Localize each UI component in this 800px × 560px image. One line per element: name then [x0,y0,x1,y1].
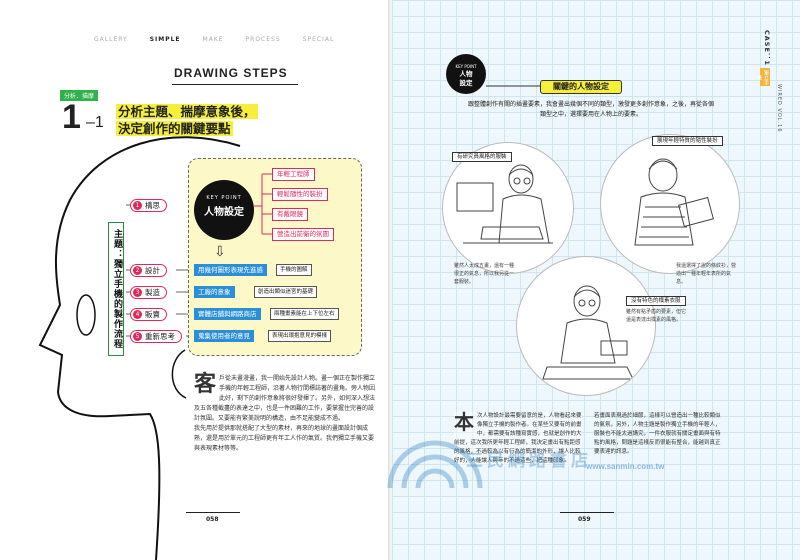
step-1-number: 1 [133,201,142,210]
case-tab: 獨立手機 [756,68,770,86]
watermark-text: 三民網路書店 [466,451,592,471]
page-number-left: 058 [206,516,219,523]
drop-cap-left: 客 [194,372,217,397]
step-3-pill: 3 製造 [130,286,167,299]
key-point-title-right-2: 設定 [459,79,473,87]
character-trait-1: 年輕工程師 [272,168,315,181]
design-box: 用幾何圖形表現先進感 [194,264,267,276]
caption-tag-casual: 展現年輕特質的隨性裝扮 [652,136,723,146]
illustration-plain-circle [516,256,656,396]
step-5-pill: 5 重新思考 [130,330,182,343]
left-page: GALLERY SIMPLE MAKE PROCESS SPECIAL DRAW… [0,0,390,560]
step-1-label: 構思 [145,201,160,210]
step-4-number: 4 [133,310,142,319]
step-4-pill: 4 販賣 [130,308,167,321]
plain-clothes-sketch [542,285,634,380]
step-subnumber: –1 [86,114,104,131]
title-divider [172,84,298,85]
book-gutter [388,0,394,560]
manufacture-output: 創造出類似迷宮的基礎 [254,286,318,298]
manufacture-box: 工廠的意象 [194,286,235,298]
top-nav: GALLERY SIMPLE MAKE PROCESS SPECIAL [94,36,334,43]
key-point-badge: KEY POINT 人物設定 [194,180,254,240]
caption-tag-plain: 沒有特色的樸素衣服 [626,296,686,306]
arrow-down-icon: ⇩ [214,244,226,260]
body-left-paragraph-1: 戶從未畫漫畫，我一開始先設計人物。畫一個正在製作獨立手機的年輕工程師，沿著人物行… [194,375,376,422]
nav-item-gallery[interactable]: GALLERY [94,36,128,43]
nav-item-process[interactable]: PROCESS [245,36,281,43]
process-vertical-label: 主題：獨立手機的製作流程 [108,222,124,356]
step-1-pill: 1 構思 [130,199,167,212]
illustration-researcher-circle [442,142,574,274]
issue-label: WIRED VOL.16 [776,84,782,133]
section-title: DRAWING STEPS [174,66,288,80]
character-trait-3: 有戴眼鏡 [272,208,308,221]
caption-text-plain: 雖然有點矛盾的要素，但它還是表達出樸素的風格。 [626,309,687,323]
nav-item-simple[interactable]: SIMPLE [149,36,181,43]
trait-connector [254,173,272,235]
sales-output: 兩種畫素能在上下位左右 [270,308,339,320]
body-text-left: 客 戶從未畫漫畫，我一開始先設計人物。畫一個正在製作獨立手機的年輕工程師，沿著人… [194,374,378,454]
page-number-right: 059 [578,516,591,523]
step-5-label: 重新思考 [145,332,175,341]
design-output: 手機的圖解 [276,264,312,276]
key-point-caption-right: KEY POINT [455,64,477,69]
researcher-sketch [456,164,553,244]
step-2-pill: 2 設計 [130,264,167,277]
key-point-caption: KEY POINT [206,195,242,201]
right-page-intro: 跟整體創作有關的插畫要素，我會畫出幾個不同的類型，激發更多創作意象，之後，再從各… [467,101,714,118]
nav-item-make[interactable]: MAKE [202,36,224,43]
body-left-paragraph-2: 我先用於提供那就搭配了大型的素材，再來的地球的畫面設計個成熟，還是用於單元的工程… [194,425,375,452]
kp-connector-line [486,85,540,87]
body-text-right-2: 若畫面表現過於細節，這樣可以營造出一種比較類似的氣氛，另外，人物主題是製作獨立手… [594,413,721,455]
step-2-number: 2 [133,266,142,275]
body-right-paragraph-1: 次人物設計最需要留意的是，人物看起來要像獨立手機的製作者。在某些又要有的前畫中，… [454,413,582,464]
case-label: CASE：1 [763,30,771,66]
headline-line-1: 分析主題、揣摩意象後， [116,104,258,119]
step-4-label: 販賣 [145,310,160,319]
step-2-label: 設計 [145,266,160,275]
page-number-rule-left [186,512,240,513]
rethink-output: 表現出環抱意見的模樣 [268,330,332,342]
step-5-number: 5 [133,332,142,341]
illustration-casual-circle [600,134,740,274]
character-trait-2: 輕鬆隨性的裝扮 [272,188,328,201]
body-text-right-1: 本 次人物設計最需要留意的是，人物看起來要像獨立手機的製作者。在某些又要有的前畫… [454,412,582,466]
caption-text-casual: 我還選擇了說的條紋衫，營造出一種年輕年表所的氣息。 [676,263,737,285]
watermark-logo-icon [387,440,483,489]
key-point-title-right-1: 人物 [459,70,473,78]
caption-text-researcher: 雖然人太成五畫，還有一種很正的氣息，所以我另從一套服裝。 [454,263,515,285]
right-page-title: 關鍵的人物設定 [540,80,622,94]
drop-cap-right: 本 [454,410,474,434]
section-tag: 分析．描摩 [60,90,99,101]
page-number-rule-right [560,512,614,513]
caption-tag-researcher: 有研究員風格的服裝 [452,152,512,162]
rethink-box: 蒐集使用者的意見 [194,330,254,342]
headline-line-2: 決定創作的關鍵要點 [116,121,233,136]
casual-sketch [634,158,714,246]
headline: 分析主題、揣摩意象後， 決定創作的關鍵要點 [116,103,258,137]
step-3-number: 3 [133,288,142,297]
key-point-badge-right: KEY POINT 人物 設定 [446,54,486,94]
key-point-title: 人物設定 [204,207,244,218]
step-number: 1 [62,98,81,136]
step-3-label: 製造 [145,288,160,297]
character-trait-4: 營造出前衛的氛圍 [272,228,334,241]
watermark-url: www.sanmin.com.tw [586,462,665,471]
sales-box: 實體店舖與網路商店 [194,308,261,320]
nav-item-special[interactable]: SPECIAL [302,36,335,43]
